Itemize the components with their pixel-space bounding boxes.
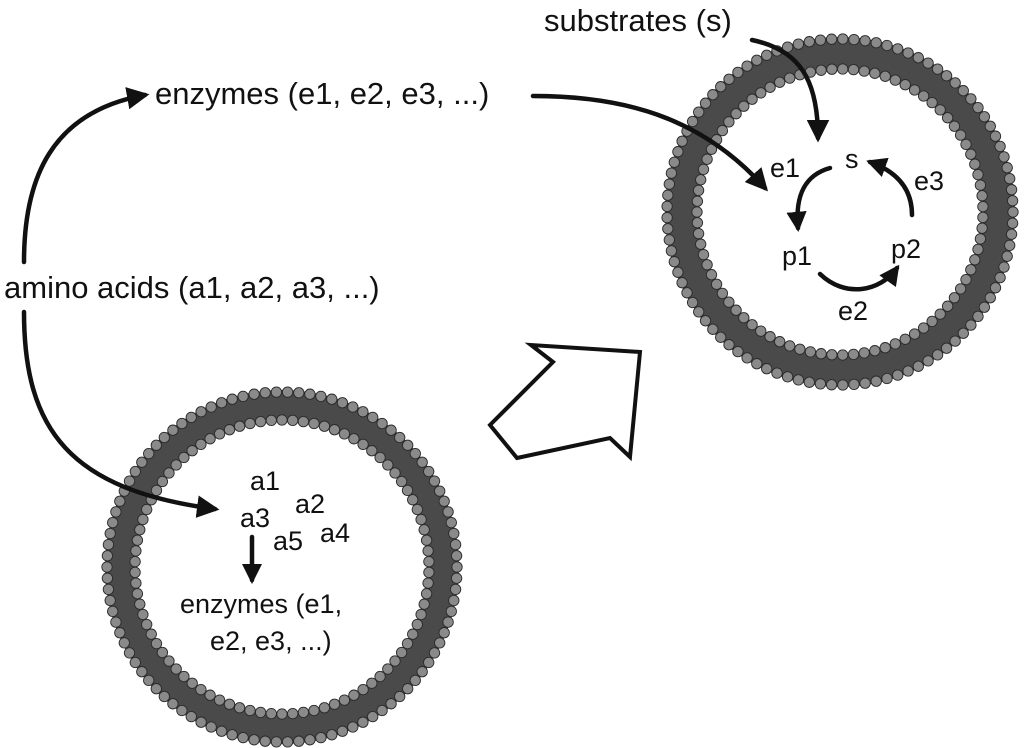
label-a3: a3: [240, 503, 270, 533]
arrow-cycle-p2-to-s: [866, 157, 915, 218]
label-a5: a5: [273, 526, 303, 556]
arrow-amino-to-vesicle: [21, 309, 220, 518]
arrow-cycle-p1-to-p2: [817, 264, 900, 292]
label-s: s: [845, 144, 859, 174]
label-substrates: substrates (s): [544, 3, 732, 38]
arrow-amino-to-enzymes: [21, 87, 150, 265]
label-e1: e1: [770, 153, 800, 183]
arrow-cycle-s-to-p1: [786, 165, 833, 233]
arrow-enzymes-to-vesicle: [530, 93, 768, 192]
vesicle-left-membrane: [101, 386, 463, 748]
arrow-substrates-to-vesicle: [749, 37, 830, 143]
transition-arrow: [487, 342, 643, 462]
label-p2: p2: [891, 234, 921, 264]
label-enzymes-top: enzymes (e1, e2, e3, ...): [155, 76, 489, 111]
label-enzymes-line2: e2, e3, ...): [210, 626, 332, 656]
vesicle-right-membrane: [661, 33, 1019, 391]
label-a4: a4: [320, 518, 350, 548]
label-enzymes-line1: enzymes (e1,: [180, 589, 342, 619]
label-a1: a1: [250, 466, 280, 496]
label-e2: e2: [838, 296, 868, 326]
label-amino-acids: amino acids (a1, a2, a3, ...): [4, 270, 380, 305]
label-a2: a2: [295, 489, 325, 519]
label-e3: e3: [914, 166, 944, 196]
label-p1: p1: [782, 241, 812, 271]
